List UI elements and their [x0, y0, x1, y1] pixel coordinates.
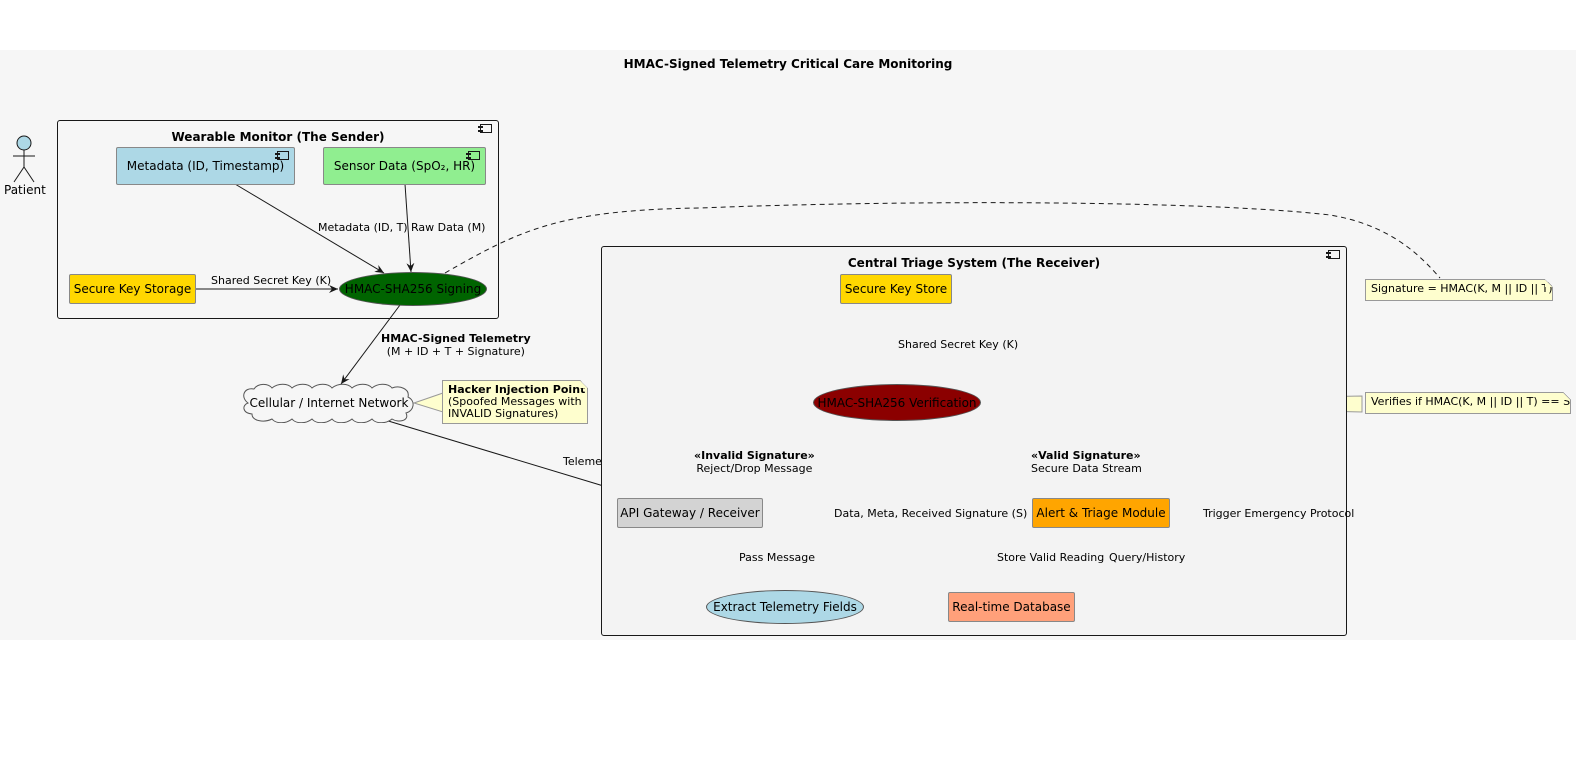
hmac-signing-node: HMAC-SHA256 Signing — [339, 272, 487, 306]
sensor-data-component: Sensor Data (SpO₂, HR) — [323, 147, 486, 185]
edge-label-valid-signature: «Valid Signature» Secure Data Stream — [1031, 449, 1142, 475]
component-icon — [1326, 250, 1340, 259]
hacker-injection-note: Hacker Injection Point (Spoofed Messages… — [442, 380, 588, 424]
network-cloud-icon — [243, 383, 414, 423]
alert-triage-module: Alert & Triage Module — [1032, 498, 1170, 528]
hmac-verification-node: HMAC-SHA256 Verification — [813, 384, 981, 421]
component-icon — [478, 124, 492, 133]
patient-label: Patient — [4, 183, 46, 197]
edge-cloud-to-gateway — [384, 419, 641, 499]
edge-note-signature — [444, 202, 1441, 279]
edge-label-receiver-key: Shared Secret Key (K) — [898, 338, 1019, 351]
sender-component: Wearable Monitor (The Sender) — [57, 120, 499, 319]
metadata-label: Metadata (ID, Timestamp) — [126, 159, 285, 173]
secure-key-storage: Secure Key Storage — [69, 274, 196, 304]
receiver-component: Central Triage System (The Receiver) — [601, 246, 1347, 636]
hacker-note-title: Hacker Injection Point — [448, 383, 586, 396]
edge-label-store: Store Valid Reading — [997, 551, 1105, 564]
receiver-title: Central Triage System (The Receiver) — [847, 256, 1101, 270]
verify-formula-note: Verifies if HMAC(K, M || ID || T) == S — [1365, 392, 1571, 414]
extract-telemetry-node: Extract Telemetry Fields — [706, 590, 864, 624]
edge-label-metadata: Metadata (ID, T) — [318, 221, 408, 234]
edge-label-extract: Data, Meta, Received Signature (S) — [834, 507, 1028, 520]
component-icon — [466, 151, 480, 160]
edge-label-signed-telemetry: HMAC-Signed Telemetry (M + ID + T + Sign… — [381, 332, 531, 358]
component-icon — [275, 151, 289, 160]
edge-label-pass-message: Pass Message — [739, 551, 816, 564]
edge-label-raw-data: Raw Data (M) — [411, 221, 486, 234]
metadata-component: Metadata (ID, Timestamp) — [116, 147, 295, 185]
sensor-data-label: Sensor Data (SpO₂, HR) — [333, 159, 476, 173]
edge-metadata-to-signing — [234, 183, 385, 274]
signature-formula-note: Signature = HMAC(K, M || ID || T) — [1365, 279, 1553, 301]
realtime-database: Real-time Database — [948, 592, 1075, 622]
network-cloud-label: Cellular / Internet Network — [249, 396, 409, 410]
diagram-title: HMAC-Signed Telemetry Critical Care Moni… — [623, 57, 953, 71]
edge-note-hacker — [412, 392, 444, 413]
edge-label-trigger: Trigger Emergency Protocol — [1203, 507, 1355, 520]
edge-label-shared-key: Shared Secret Key (K) — [211, 274, 332, 287]
hacker-note-line2: INVALID Signatures) — [448, 407, 559, 420]
secure-key-store: Secure Key Store — [840, 274, 952, 304]
edge-label-invalid-signature: «Invalid Signature» Reject/Drop Message — [694, 449, 815, 475]
sender-title: Wearable Monitor (The Sender) — [171, 130, 385, 144]
edge-raw-to-signing — [404, 183, 415, 273]
hacker-note-line1: (Spoofed Messages with — [448, 395, 582, 408]
api-gateway: API Gateway / Receiver — [617, 498, 763, 528]
patient-actor-icon — [13, 135, 35, 183]
edge-label-query: Query/History — [1109, 551, 1186, 564]
